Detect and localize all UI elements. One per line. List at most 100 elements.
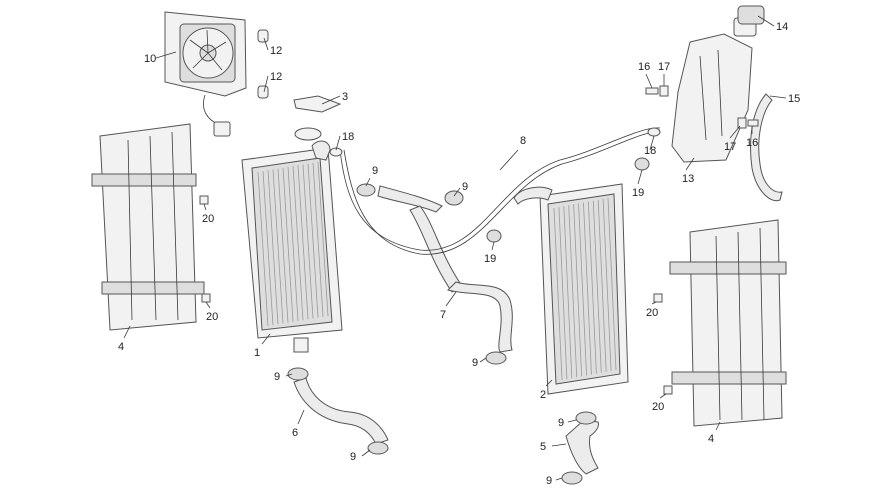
- radiator-fin: [578, 203, 587, 376]
- overflow-hose-8: [339, 127, 661, 255]
- callout-8: 8: [520, 135, 526, 147]
- callout-6: 6: [292, 427, 298, 439]
- callout-20: 20: [202, 213, 214, 225]
- callout-17: 17: [724, 141, 736, 153]
- leader-line: [335, 135, 341, 151]
- leader-line: [365, 177, 371, 187]
- radiator-fin: [573, 204, 583, 377]
- callout-15: 15: [788, 93, 800, 105]
- callout-7: 7: [440, 309, 446, 321]
- callout-20: 20: [652, 401, 664, 413]
- leader-line: [445, 291, 457, 307]
- callout-12: 12: [270, 71, 282, 83]
- leader-line: [499, 149, 519, 171]
- leader-line: [453, 187, 461, 197]
- leader-line: [479, 357, 487, 363]
- callout-leaders: [123, 15, 787, 481]
- leader-line: [263, 37, 269, 51]
- radiator-fin: [568, 205, 578, 378]
- leader-line: [551, 443, 567, 447]
- radiator-fin: [563, 206, 573, 379]
- callout-9: 9: [350, 451, 356, 463]
- left-radiator: [241, 140, 343, 353]
- callout-9: 9: [462, 181, 468, 193]
- radiator-fin: [272, 169, 284, 324]
- callout-20: 20: [646, 307, 658, 319]
- leader-line: [205, 301, 211, 309]
- leader-line: [555, 477, 563, 481]
- leader-line: [637, 169, 643, 185]
- expansion-tank: [671, 17, 757, 163]
- leader-line: [285, 373, 293, 377]
- small-fittings: [199, 85, 759, 395]
- radiator-fin: [302, 164, 314, 319]
- callout-17: 17: [658, 61, 670, 73]
- radiator-fin: [597, 199, 607, 372]
- hose-6: [293, 377, 389, 445]
- callout-19: 19: [484, 253, 496, 265]
- radiator-fin: [558, 207, 568, 380]
- radiator-fin: [592, 200, 602, 373]
- radiator-fin: [267, 170, 279, 325]
- leader-line: [321, 95, 341, 105]
- callout-18: 18: [342, 131, 354, 143]
- radiator-fin: [602, 198, 612, 371]
- callout-4: 4: [708, 433, 714, 445]
- callout-3: 3: [342, 91, 348, 103]
- radiator-bracket: [293, 95, 342, 113]
- radiator-fin: [282, 167, 294, 322]
- callout-16: 16: [746, 137, 758, 149]
- fan-screw-top: [257, 29, 269, 43]
- leader-line: [659, 393, 667, 399]
- leader-line: [261, 333, 271, 345]
- leader-line: [685, 157, 695, 171]
- radiator-fin: [277, 168, 289, 323]
- callout-12: 12: [270, 45, 282, 57]
- left-radiator-shroud: [91, 123, 205, 331]
- leader-line: [649, 135, 655, 151]
- radiator-fin: [262, 171, 274, 326]
- callout-1: 1: [254, 347, 260, 359]
- callout-5: 5: [540, 441, 546, 453]
- hose-5: [565, 419, 599, 475]
- callout-labels: 10 12 12 3 18 9 9 8 14 16 17 15 18 19 13…: [118, 21, 800, 487]
- hose-clamp: [287, 183, 597, 485]
- radiator-fin: [287, 166, 299, 322]
- radiator-fin: [587, 201, 597, 374]
- callout-20: 20: [206, 311, 218, 323]
- radiator-fin: [307, 163, 319, 318]
- radiator-fin: [317, 161, 329, 317]
- leader-line: [545, 379, 553, 387]
- radiator-fin: [553, 207, 563, 381]
- callout-9: 9: [546, 475, 552, 487]
- radiator-fin: [297, 165, 309, 320]
- radiator-fin: [583, 202, 592, 375]
- hose-7: [447, 281, 513, 353]
- callout-13: 13: [682, 173, 694, 185]
- leader-line: [567, 419, 577, 423]
- expansion-tank-cap: [737, 5, 765, 25]
- leader-line: [769, 95, 787, 99]
- leader-line: [361, 449, 371, 457]
- radiator-fin: [257, 171, 269, 327]
- callout-14: 14: [776, 21, 788, 33]
- callout-9: 9: [558, 417, 564, 429]
- callout-4: 4: [118, 341, 124, 353]
- callout-9: 9: [274, 371, 280, 383]
- cooling-fan: [164, 11, 247, 137]
- leader-line: [757, 15, 775, 27]
- leader-line: [123, 325, 131, 339]
- leader-line: [263, 75, 269, 93]
- leader-line: [715, 421, 721, 431]
- leader-line: [491, 241, 495, 251]
- leader-line: [651, 301, 657, 305]
- right-radiator-shroud: [669, 219, 787, 427]
- callout-19: 19: [632, 187, 644, 199]
- callout-16: 16: [638, 61, 650, 73]
- right-radiator: [513, 183, 629, 395]
- fan-screw-bottom: [257, 85, 269, 99]
- radiator-filler-cap: [294, 127, 322, 141]
- leader-line: [729, 125, 741, 139]
- radiator-fin: [607, 197, 617, 371]
